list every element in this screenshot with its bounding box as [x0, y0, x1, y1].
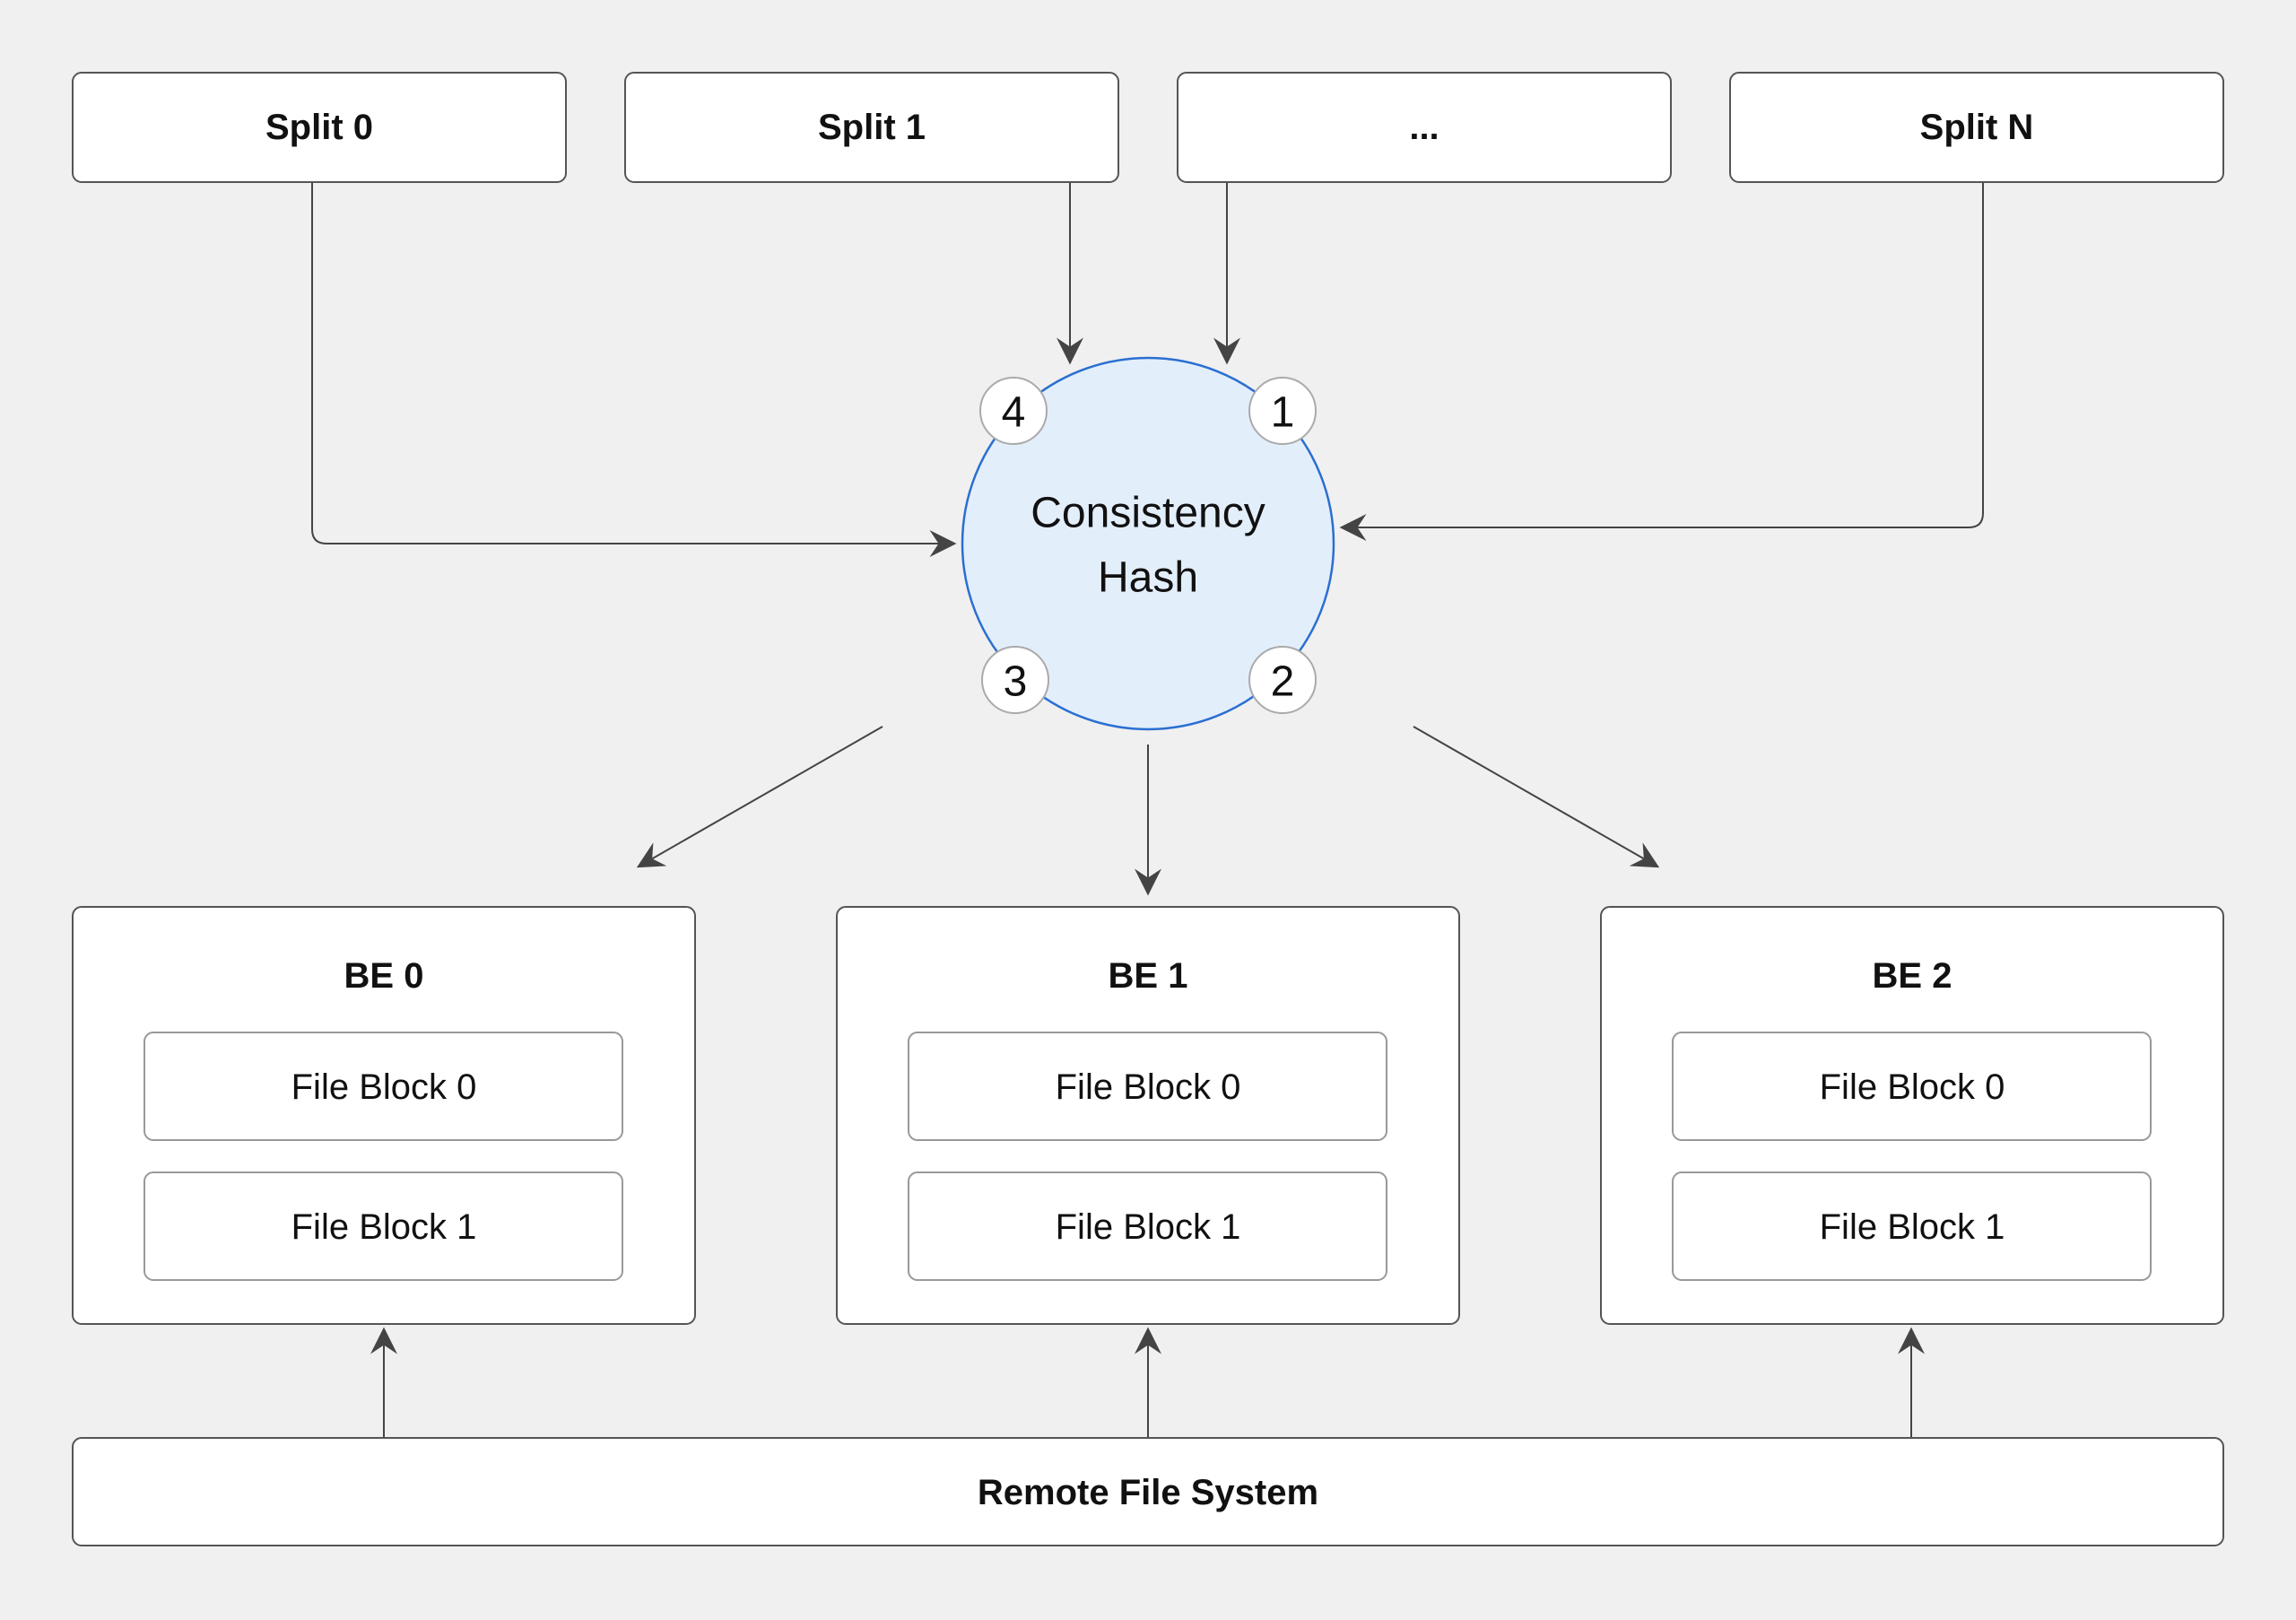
file-block: File Block 1	[1672, 1171, 2152, 1281]
hash-title-line1: Consistency	[1031, 490, 1265, 537]
file-block: File Block 1	[908, 1171, 1387, 1281]
file-block-label: File Block 0	[1820, 1067, 2005, 1107]
backend-box-2: BE 2 File Block 0 File Block 1	[1600, 906, 2224, 1325]
split-label: Split 1	[818, 108, 926, 147]
split-box-ellipsis: ...	[1177, 72, 1672, 183]
edge-hash-to-be2	[1413, 726, 1660, 868]
backend-box-1: BE 1 File Block 0 File Block 1	[836, 906, 1460, 1325]
backend-title: BE 1	[1109, 956, 1188, 996]
edge-splitn-to-hash	[1339, 183, 1984, 541]
hash-node-label: 1	[1271, 389, 1295, 437]
file-block-label: File Block 0	[1056, 1067, 1241, 1107]
split-box-1: Split 1	[624, 72, 1119, 183]
hash-node-2: 2	[1248, 646, 1317, 714]
file-block-label: File Block 1	[1820, 1207, 2005, 1247]
consistency-hash: Consistency Hash 4 1 3 2	[961, 356, 1335, 731]
hash-node-label: 4	[1002, 389, 1026, 437]
edge-split0-to-hash	[311, 183, 957, 557]
remote-file-system-label: Remote File System	[978, 1473, 1318, 1512]
split-label: ...	[1409, 108, 1439, 147]
edge-hash-to-be0	[636, 726, 883, 868]
file-block: File Block 0	[908, 1032, 1387, 1141]
hash-node-1: 1	[1248, 377, 1317, 445]
file-block-label: File Block 1	[291, 1207, 477, 1247]
backend-title: BE 0	[344, 956, 424, 996]
split-label: Split N	[1920, 108, 2034, 147]
file-block: File Block 1	[144, 1171, 623, 1281]
hash-node-label: 3	[1004, 658, 1028, 706]
hash-title-line2: Hash	[1098, 554, 1198, 602]
file-block-label: File Block 0	[291, 1067, 477, 1107]
split-row: Split 0 Split 1 ... Split N	[72, 72, 2224, 183]
file-block-label: File Block 1	[1056, 1207, 1241, 1247]
split-label: Split 0	[265, 108, 373, 147]
split-box-0: Split 0	[72, 72, 567, 183]
hash-node-3: 3	[981, 646, 1049, 714]
hash-ring	[961, 356, 1335, 731]
hash-node-4: 4	[979, 377, 1048, 445]
backend-title: BE 2	[1873, 956, 1952, 996]
file-block: File Block 0	[144, 1032, 623, 1141]
split-box-n: Split N	[1729, 72, 2224, 183]
hash-node-label: 2	[1271, 658, 1295, 706]
remote-file-system: Remote File System	[72, 1437, 2224, 1546]
backend-box-0: BE 0 File Block 0 File Block 1	[72, 906, 696, 1325]
backend-row: BE 0 File Block 0 File Block 1 BE 1 File…	[72, 906, 2224, 1325]
edges	[311, 183, 1984, 1437]
file-block: File Block 0	[1672, 1032, 2152, 1141]
